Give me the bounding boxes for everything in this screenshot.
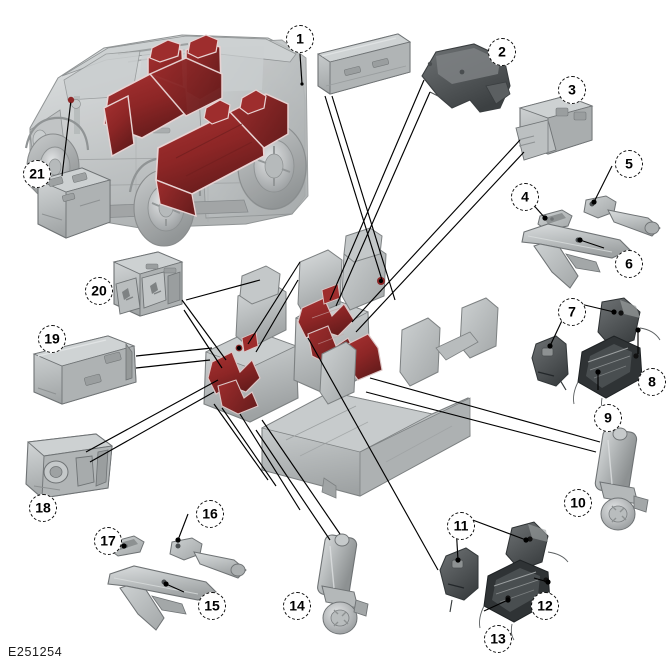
callout-15[interactable]: 15: [198, 592, 226, 620]
callout-1[interactable]: 1: [286, 25, 314, 53]
callout-label: 12: [537, 597, 553, 614]
callout-label: 14: [289, 597, 305, 614]
callout-12[interactable]: 12: [531, 592, 559, 620]
callout-18[interactable]: 18: [29, 494, 57, 522]
part-15-16-17-crossmember-left: [107, 535, 247, 631]
part-14-seat-motor-left: [317, 533, 369, 635]
callout-label: 11: [453, 517, 469, 534]
callout-16[interactable]: 16: [196, 500, 224, 528]
part-2-mounting-bracket: [421, 43, 511, 113]
leader-lines: [61, 53, 639, 612]
callout-label: 9: [604, 409, 612, 426]
part-3-electronic-module: [515, 95, 594, 161]
part-8-9-seat-frame-right: [573, 297, 661, 419]
callout-20[interactable]: 20: [85, 277, 113, 305]
leader-dots: [68, 82, 641, 603]
callout-label: 19: [44, 330, 60, 347]
callout-4[interactable]: 4: [511, 183, 539, 211]
front-row-seats-highlight: [103, 34, 223, 158]
callout-6[interactable]: 6: [615, 250, 643, 278]
center-seat-assemblies: [203, 227, 499, 499]
callout-19[interactable]: 19: [38, 325, 66, 353]
callout-label: 8: [648, 373, 656, 390]
part-18-belt-retractor: [25, 433, 114, 499]
diagram-reference-code: E251254: [8, 645, 63, 659]
callout-label: 17: [100, 532, 116, 549]
callout-label: 6: [625, 255, 633, 272]
callout-label: 18: [35, 499, 51, 516]
callout-11[interactable]: 11: [447, 512, 475, 540]
callout-8[interactable]: 8: [638, 368, 666, 396]
callout-label: 2: [498, 43, 506, 60]
callout-label: 3: [568, 81, 576, 98]
part-11-side-cover-left: [439, 547, 479, 613]
callout-3[interactable]: 3: [558, 76, 586, 104]
callout-21[interactable]: 21: [23, 160, 51, 188]
callout-14[interactable]: 14: [283, 592, 311, 620]
callout-label: 15: [204, 597, 220, 614]
callout-label: 20: [91, 282, 107, 299]
callout-7[interactable]: 7: [558, 298, 586, 326]
part-5-6-crossmember: [521, 195, 661, 289]
part-7-side-cover: [531, 335, 569, 391]
callout-5[interactable]: 5: [615, 150, 643, 178]
callout-label: 10: [570, 494, 586, 511]
callout-9[interactable]: 9: [594, 404, 622, 432]
callout-label: 5: [625, 155, 633, 172]
callout-17[interactable]: 17: [94, 527, 122, 555]
part-19-control-module: [32, 335, 137, 405]
part-10-seat-motor: [594, 427, 649, 531]
callout-label: 16: [202, 505, 218, 522]
callout-label: 1: [296, 30, 304, 47]
callout-label: 4: [521, 188, 529, 205]
part-20-switch-pack: [112, 251, 184, 317]
second-row-bench-highlight: [155, 89, 289, 218]
callout-label: 21: [29, 165, 45, 182]
part-21-control-switch: [36, 167, 112, 239]
callout-label: 13: [490, 630, 506, 647]
callout-2[interactable]: 2: [488, 38, 516, 66]
part-1-control-module: [316, 33, 412, 95]
callout-label: 7: [568, 303, 576, 320]
callout-13[interactable]: 13: [484, 625, 512, 653]
callout-10[interactable]: 10: [564, 489, 592, 517]
